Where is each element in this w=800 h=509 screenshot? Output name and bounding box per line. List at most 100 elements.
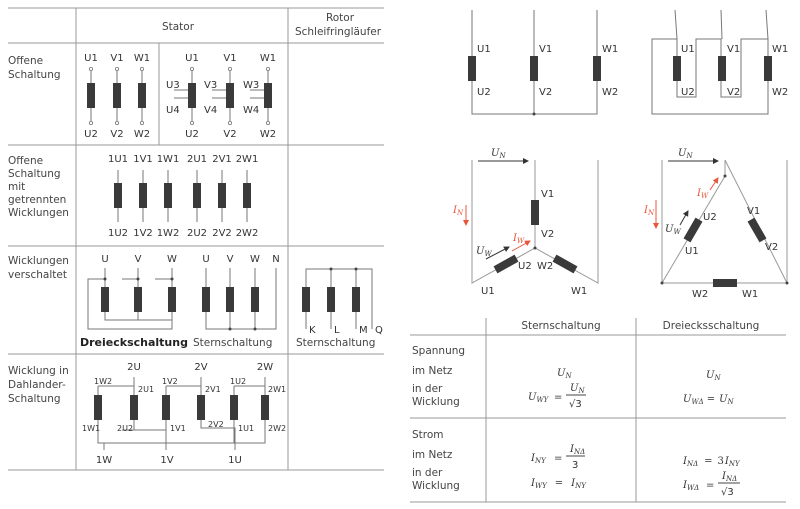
winding-coil <box>593 56 601 81</box>
terminal-label: V <box>135 254 142 265</box>
terminal-label: U1 <box>84 53 98 64</box>
terminal-label: V1 <box>223 53 236 64</box>
terminal-label: 1U1 <box>108 154 128 165</box>
open-circuit-tapped: U1 V1 W1 U3 V3 W3 U4 V4 W4 U2 V2 W2 <box>166 53 276 140</box>
column-header-star: Sternschaltung <box>521 320 600 332</box>
row-label-line: verschaltet <box>8 269 67 281</box>
winding-coil <box>139 183 147 208</box>
terminal-label: V2 <box>539 87 552 98</box>
row-label-line: im Netz <box>412 449 453 461</box>
winding-end-label: 1V2 <box>162 377 178 386</box>
row-label-line: Wicklung <box>412 396 460 408</box>
winding-end-label: 2U2 <box>117 424 133 433</box>
winding-coil <box>202 287 210 312</box>
winding-coil <box>251 287 259 312</box>
terminal-label: U1 <box>681 44 695 55</box>
terminal-label: U2 <box>477 87 491 98</box>
svg-text:INΔ: INΔ <box>569 444 585 456</box>
rotor-star-connection: K L M Q Sternschaltung <box>296 267 383 349</box>
terminal-label: V1 <box>541 189 554 200</box>
svg-text:=: = <box>706 480 714 491</box>
terminal-label: W1 <box>134 53 150 64</box>
terminal-label: V2 <box>765 242 778 253</box>
terminal-label: 1V2 <box>133 228 153 239</box>
delta-wiring-circuit: U1 V1 W1 U2 V2 W2 <box>651 9 788 115</box>
winding-coil <box>164 183 172 208</box>
terminal-label: U2 <box>84 129 98 140</box>
row-label-separate: Offene Schaltung mit getrennten Wicklung… <box>8 155 69 219</box>
winding-voltage-arrow <box>679 210 689 226</box>
terminal-label: 2V <box>194 362 207 373</box>
star-delta-formula-table: Sternschaltung Dreiecksschaltung Spannun… <box>410 318 786 503</box>
svg-text:UN: UN <box>570 383 585 395</box>
terminal-label: W2 <box>692 289 708 300</box>
row-label-dahlander: Wicklung in Dahlander- Schaltung <box>8 365 69 405</box>
winding-coil <box>718 56 726 81</box>
winding-coil <box>764 56 772 81</box>
svg-text:=: = <box>554 392 562 403</box>
row-label-line: Schaltung <box>8 69 61 81</box>
terminal-label: 2U2 <box>187 228 207 239</box>
terminal-label: 2W2 <box>236 228 259 239</box>
terminal-label: U2 <box>185 129 199 140</box>
terminal-label: V1 <box>727 44 740 55</box>
winding-voltage-label: UW <box>665 224 681 236</box>
winding-coil <box>673 56 681 81</box>
formula-delta-winding-voltage: UWΔ=UN <box>683 394 735 406</box>
winding-coil <box>226 287 234 312</box>
winding-connection-table: Stator Rotor Schleifringläufer Offene Sc… <box>8 7 384 471</box>
terminal-label: U1 <box>477 44 491 55</box>
terminal-label: V2 <box>223 129 236 140</box>
star-connection: U V W N Sternschaltung <box>193 254 280 349</box>
terminal-label: V1 <box>747 206 760 217</box>
terminal-label: V2 <box>110 129 123 140</box>
winding-end-label: 2W1 <box>268 385 286 394</box>
open-circuit-separate-windings: 1U1 1V1 1W1 2U1 2V1 2W1 1U2 1V2 1W2 2U2 … <box>108 154 258 239</box>
winding-coil <box>468 56 476 81</box>
terminal-label: 1U <box>228 455 242 466</box>
terminal-label: U2 <box>518 261 532 272</box>
terminal-label: U1 <box>185 53 199 64</box>
row-label-line: Offene <box>8 155 43 167</box>
formula-star-winding-current: IWY=INY <box>530 478 587 490</box>
row-label-line: Schaltung <box>8 393 61 405</box>
winding-coil <box>302 287 310 312</box>
row-label-line: Dahlander- <box>8 379 66 391</box>
header-stator: Stator <box>162 21 195 33</box>
formula-star-net-voltage: UN <box>557 368 572 380</box>
terminal-label: W1 <box>772 44 788 55</box>
winding-coil <box>493 254 519 274</box>
winding-end-label: 2V2 <box>208 420 224 429</box>
winding-coil <box>226 83 234 108</box>
winding-end-label: 2W2 <box>268 424 286 433</box>
terminal-label: V2 <box>727 87 740 98</box>
row-label-line: Offene <box>8 55 43 67</box>
header-rotor-type: Schleifringläufer <box>295 26 382 38</box>
terminal-label: 1V1 <box>133 154 153 165</box>
winding-coil <box>327 287 335 312</box>
dahlander-connection: 2U 2V 2W 1W2 2U1 1V2 2V1 1U2 2W1 1W1 2U2… <box>82 362 286 466</box>
row-label-line: Wicklungen <box>8 255 69 267</box>
terminal-label: 1W2 <box>157 228 180 239</box>
winding-current-arrow <box>709 177 719 191</box>
tap-label: V3 <box>204 80 217 91</box>
terminal-label: 2W1 <box>236 154 259 165</box>
terminal-label: W1 <box>260 53 276 64</box>
column-header-delta: Dreiecksschaltung <box>663 320 760 332</box>
star-wiring-circuit: U1 V1 W1 U2 V2 W2 <box>468 10 618 116</box>
winding-voltage-label: UW <box>476 246 492 258</box>
winding-coil <box>243 183 251 208</box>
rotor-star-caption: Sternschaltung <box>296 337 375 349</box>
line-current-label: IN <box>452 205 464 217</box>
row-label-line: Spannung <box>412 345 465 357</box>
slip-ring-label: Q <box>375 325 383 336</box>
line-voltage-label: UN <box>491 148 506 160</box>
winding-coil <box>188 83 196 108</box>
winding-coil <box>230 395 238 420</box>
terminal-label: 2W <box>257 362 273 373</box>
terminal-label: W2 <box>772 87 788 98</box>
svg-text:3: 3 <box>572 460 578 471</box>
terminal-label: 1U2 <box>108 228 128 239</box>
winding-coil <box>713 279 737 287</box>
terminal-label: N <box>272 254 279 265</box>
